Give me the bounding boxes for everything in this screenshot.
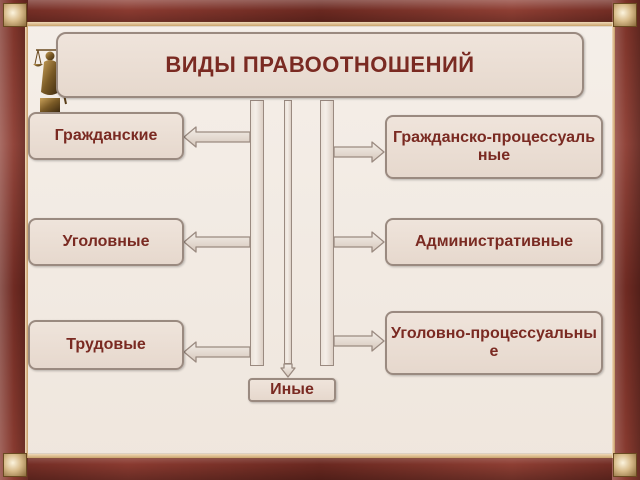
diagram-title: ВИДЫ ПРАВООТНОШЕНИЙ	[56, 32, 584, 98]
arrow-to-civil	[183, 126, 251, 148]
node-labor-label: Трудовые	[66, 335, 146, 353]
arrow-to-administrative	[333, 231, 385, 253]
frame-corner-top-left	[3, 3, 27, 27]
arrow-to-civil-procedural	[333, 141, 385, 163]
frame-trim-bottom	[28, 454, 612, 458]
node-other: Иные	[248, 378, 336, 402]
node-civil-procedural: Гражданско-процессуальные	[385, 115, 603, 179]
node-criminal-procedural: Уголовно-процессуальные	[385, 311, 603, 375]
frame-right-border	[612, 0, 640, 480]
arrow-to-labor	[183, 341, 251, 363]
frame-corner-bottom-right	[613, 453, 637, 477]
frame-bottom-border	[0, 454, 640, 480]
node-criminal-label: Уголовные	[62, 232, 150, 250]
connector-bar-left	[250, 100, 264, 366]
frame-trim-top	[28, 22, 612, 26]
frame-trim-right	[612, 22, 615, 458]
diagram-title-text: ВИДЫ ПРАВООТНОШЕНИЙ	[165, 52, 475, 78]
node-criminal-procedural-label: Уголовно-процессуальные	[391, 324, 597, 360]
frame-left-border	[0, 0, 28, 480]
arrow-to-criminal	[183, 231, 251, 253]
frame-corner-top-right	[613, 3, 637, 27]
frame-corner-bottom-left	[3, 453, 27, 477]
node-civil-label: Гражданские	[54, 126, 158, 144]
frame-trim-left	[25, 22, 28, 458]
frame-top-border	[0, 0, 640, 26]
node-civil: Гражданские	[28, 112, 184, 160]
arrow-to-other	[280, 363, 296, 378]
node-administrative: Административные	[385, 218, 603, 266]
node-civil-procedural-label: Гражданско-процессуальные	[392, 128, 596, 164]
node-criminal: Уголовные	[28, 218, 184, 266]
node-labor: Трудовые	[28, 320, 184, 370]
connector-bar-right	[320, 100, 334, 366]
node-other-label: Иные	[270, 380, 314, 398]
node-administrative-label: Административные	[414, 232, 574, 250]
arrow-to-criminal-procedural	[333, 330, 385, 352]
